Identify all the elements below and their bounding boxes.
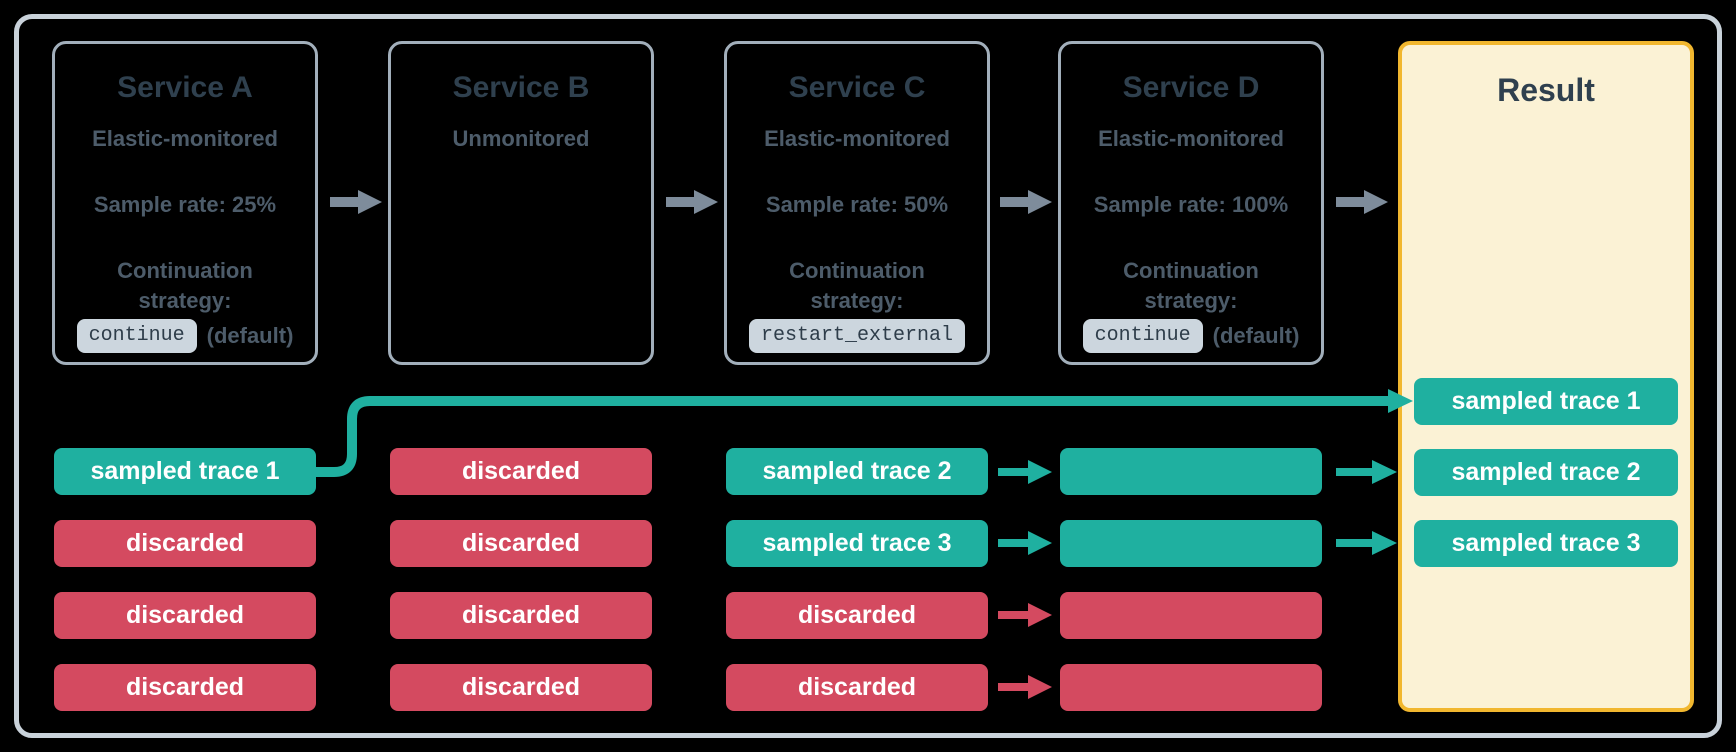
- trace-bar-a1: sampled trace 1: [54, 448, 316, 495]
- result-box: Result: [1398, 41, 1694, 712]
- service-a-sample-rate: Sample rate: 25%: [93, 192, 277, 217]
- service-d-strategy-note: (default): [1212, 323, 1300, 348]
- trace-bar-d3: [1060, 592, 1322, 639]
- trace-bar-d2: [1060, 520, 1322, 567]
- service-b-title: Service B: [452, 71, 590, 104]
- trace-bar-b3: discarded: [390, 592, 652, 639]
- service-a-strategy-row: continue (default): [55, 318, 315, 354]
- trace-bar-c2: sampled trace 3: [726, 520, 988, 567]
- service-d-subtitle: Elastic-monitored: [1098, 126, 1284, 151]
- trace-bar-c3: discarded: [726, 592, 988, 639]
- service-d-strategy-code-chip: continue: [1082, 319, 1203, 353]
- service-c-box: Service C Elastic-monitored Sample rate:…: [724, 41, 990, 365]
- service-c-strategy-label: Continuation strategy:: [789, 258, 925, 313]
- trace-bar-d4: [1060, 664, 1322, 711]
- trace-bar-b2: discarded: [390, 520, 652, 567]
- service-d-strategy-row: continue (default): [1061, 318, 1321, 354]
- trace-bar-a3: discarded: [54, 592, 316, 639]
- trace-bar-b1: discarded: [390, 448, 652, 495]
- service-c-title: Service C: [788, 71, 926, 104]
- service-d-box: Service D Elastic-monitored Sample rate:…: [1058, 41, 1324, 365]
- service-b-box: Service B Unmonitored: [388, 41, 654, 365]
- trace-bar-c4: discarded: [726, 664, 988, 711]
- trace-bar-b4: discarded: [390, 664, 652, 711]
- service-c-strategy-code-chip: restart_external: [748, 319, 966, 353]
- service-a-title: Service A: [117, 71, 253, 104]
- result-trace-3: sampled trace 3: [1414, 520, 1678, 567]
- service-d-title: Service D: [1122, 71, 1260, 104]
- service-c-sample-rate: Sample rate: 50%: [765, 192, 949, 217]
- service-a-subtitle: Elastic-monitored: [92, 126, 278, 151]
- trace-bar-c1: sampled trace 2: [726, 448, 988, 495]
- service-a-strategy-label: Continuation strategy:: [117, 258, 253, 313]
- result-title: Result: [1497, 72, 1595, 108]
- service-d-sample-rate: Sample rate: 100%: [1093, 192, 1289, 217]
- result-trace-1: sampled trace 1: [1414, 378, 1678, 425]
- service-a-strategy-code-chip: continue: [76, 319, 197, 353]
- service-a-box: Service A Elastic-monitored Sample rate:…: [52, 41, 318, 365]
- result-trace-2: sampled trace 2: [1414, 449, 1678, 496]
- service-c-strategy-row: restart_external: [727, 318, 987, 354]
- trace-bar-d1: [1060, 448, 1322, 495]
- service-b-subtitle: Unmonitored: [452, 126, 590, 151]
- trace-bar-a2: discarded: [54, 520, 316, 567]
- service-d-strategy-label: Continuation strategy:: [1123, 258, 1259, 313]
- service-c-subtitle: Elastic-monitored: [764, 126, 950, 151]
- trace-bar-a4: discarded: [54, 664, 316, 711]
- outer-frame: [14, 14, 1722, 738]
- service-a-strategy-note: (default): [206, 323, 294, 348]
